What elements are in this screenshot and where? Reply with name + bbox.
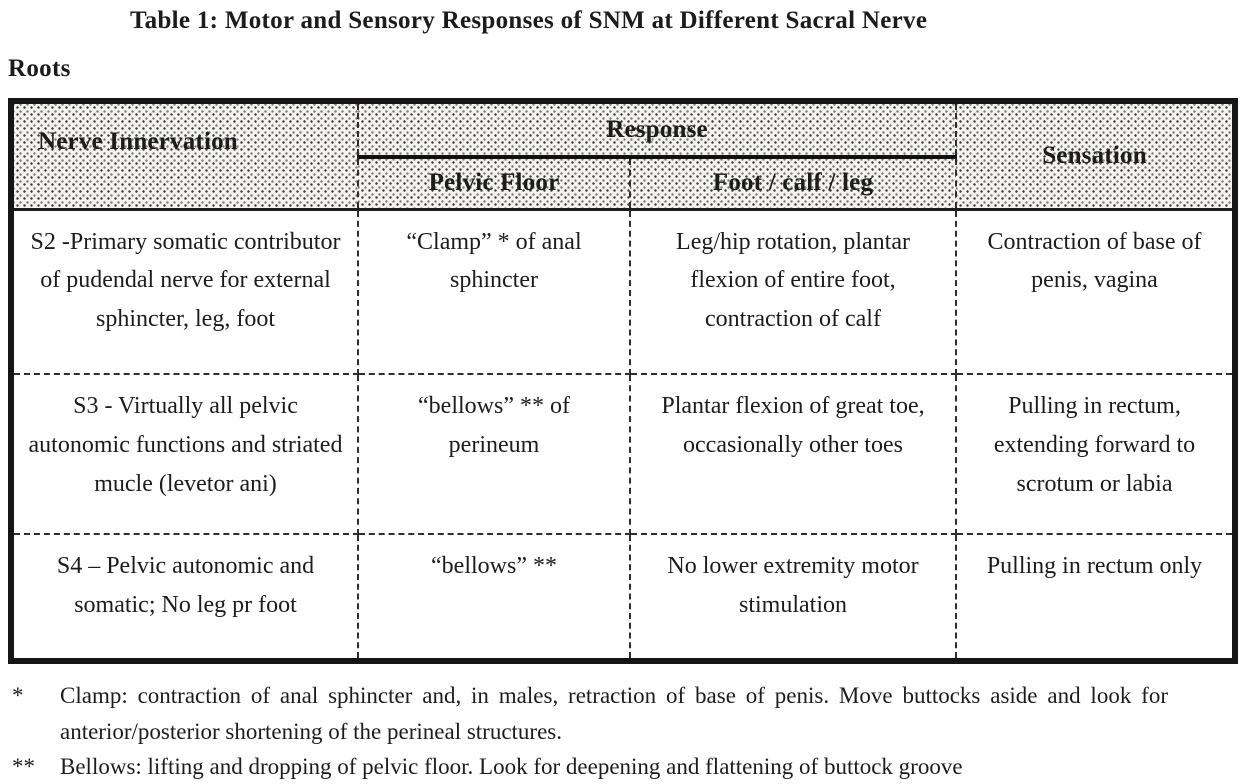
footnote-clamp-text: Clamp: contraction of anal sphincter and… (60, 683, 1168, 744)
cell-s4-nerve: S4 – Pelvic autonomic and somatic; No le… (10, 533, 359, 662)
cell-s3-sensation: Pulling in rectum, extending forward to … (955, 373, 1236, 535)
footnote-clamp-marker: * (12, 683, 24, 708)
table-row-s3: S3 - Virtually all pelvic autonomic func… (10, 373, 1236, 535)
snm-responses-table: Nerve Innervation Response Sensation Pel… (8, 98, 1238, 664)
table-title-line1: Table 1: Motor and Sensory Responses of … (130, 7, 928, 34)
cell-s2-nerve: S2 -Primary somatic contributor of puden… (10, 208, 359, 375)
header-row-sub: Pelvic Floor Foot / calf / leg (11, 156, 1235, 211)
footnote-bellows-marker: ** (12, 754, 35, 780)
header-nerve-innervation: Nerve Innervation (10, 100, 359, 211)
cell-s3-foot-calf-leg: Plantar flexion of great toe, occasional… (629, 373, 957, 535)
table-title: Table 1: Motor and Sensory Responses of … (8, 6, 1232, 84)
cell-s4-sensation: Pulling in rectum only (955, 533, 1236, 662)
footnote-bellows-text: Bellows: lifting and dropping of pelvic … (60, 754, 963, 780)
header-foot-calf-leg: Foot / calf / leg (629, 156, 957, 211)
header-response-group: Response (357, 100, 957, 159)
table-row-s4: S4 – Pelvic autonomic and somatic; No le… (10, 533, 1236, 662)
header-row-top: Nerve Innervation Response Sensation (10, 100, 1236, 211)
footnotes: * Clamp: contraction of anal sphincter a… (8, 678, 1232, 784)
header-sensation: Sensation (955, 100, 1236, 211)
cell-s3-nerve: S3 - Virtually all pelvic autonomic func… (10, 373, 359, 535)
cell-s3-pelvic-floor: “bellows” ** of perineum (357, 373, 631, 535)
table-title-line2: Roots (8, 55, 71, 82)
cell-s2-pelvic-floor: “Clamp” * of anal sphincter (357, 208, 631, 375)
cell-s4-foot-calf-leg: No lower extremity motor stimulation (629, 533, 957, 662)
header-pelvic-floor: Pelvic Floor (357, 156, 631, 211)
footnote-bellows: ** Bellows: lifting and dropping of pelv… (8, 749, 1232, 784)
footnote-clamp: * Clamp: contraction of anal sphincter a… (8, 678, 1232, 749)
cell-s2-foot-calf-leg: Leg/hip rotation, plantar flexion of ent… (629, 208, 957, 375)
table-row-s2: S2 -Primary somatic contributor of puden… (10, 208, 1236, 375)
cell-s2-sensation: Contraction of base of penis, vagina (955, 208, 1236, 375)
cell-s4-pelvic-floor: “bellows” ** (357, 533, 631, 662)
